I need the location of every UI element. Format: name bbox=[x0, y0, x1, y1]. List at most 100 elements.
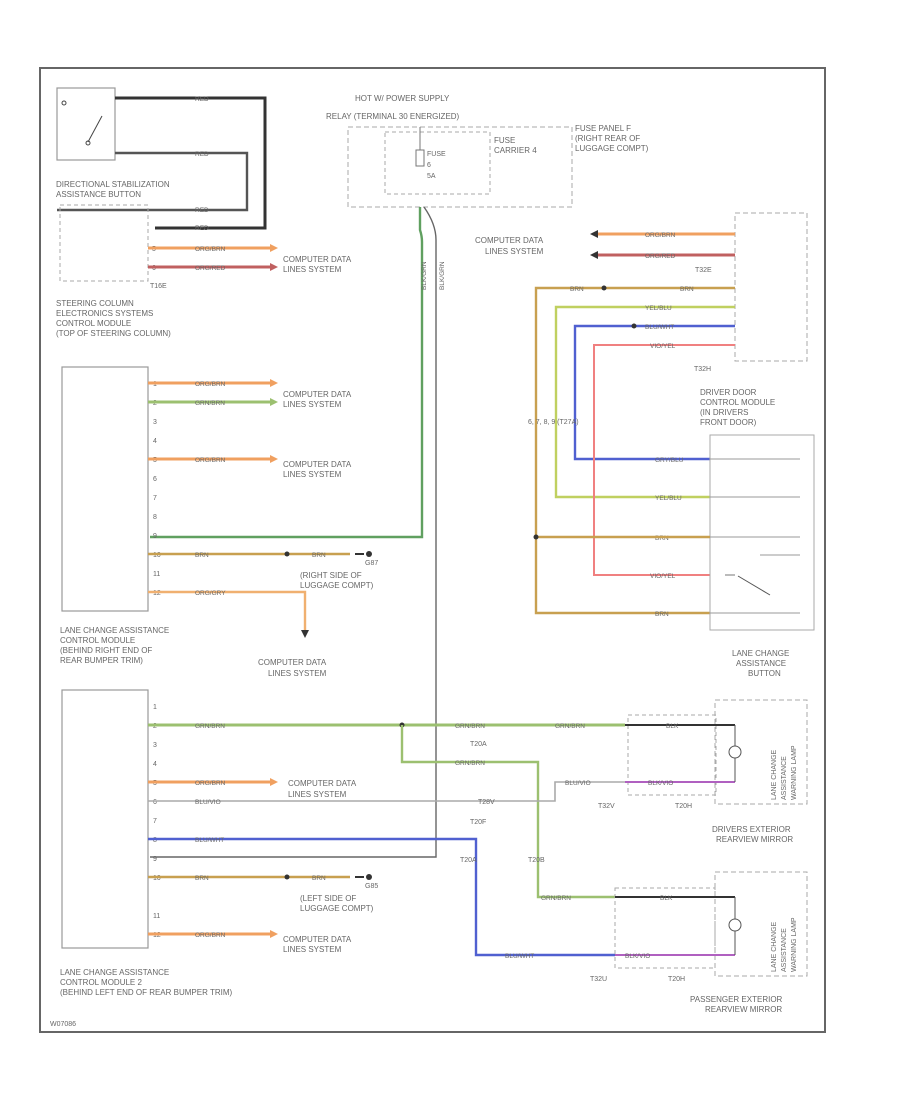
cdl-lca2-b1: COMPUTER DATA bbox=[283, 935, 352, 944]
tag-brn-4: BRN bbox=[312, 875, 326, 882]
t28v-label: T28V bbox=[478, 799, 495, 806]
lca-btn-label-3: BUTTON bbox=[748, 669, 781, 678]
ddcm-label-1: DRIVER DOOR bbox=[700, 388, 757, 397]
ground-left-1: (LEFT SIDE OF bbox=[300, 894, 356, 903]
steer-label-2: ELECTRONICS SYSTEMS bbox=[56, 309, 153, 318]
steer-label-4: (TOP OF STEERING COLUMN) bbox=[56, 329, 171, 338]
footer-code: W07086 bbox=[50, 1021, 76, 1028]
wire-blu-wht-lca2-8 bbox=[148, 837, 615, 957]
arrow-lca1-2 bbox=[270, 398, 278, 406]
tag-blk-grn-v2: BLK/GRN bbox=[439, 261, 446, 290]
tag-red-1: RED bbox=[195, 96, 209, 103]
drv-mirror-inner bbox=[627, 714, 717, 796]
cdl-lca1-b1: COMPUTER DATA bbox=[283, 460, 352, 469]
dir-stab-label-2: ASSISTANCE BUTTON bbox=[56, 190, 141, 199]
wire-blk-grn-feed-2 bbox=[150, 206, 437, 858]
tag-red-2: RED bbox=[195, 151, 209, 158]
t20f-label: T20F bbox=[470, 819, 486, 826]
tag-blu-wht-b: BLU/WHT bbox=[505, 953, 534, 960]
pass-lamp-2: ASSISTANCE bbox=[781, 928, 788, 972]
fuse-panel-1: FUSE PANEL F bbox=[575, 124, 631, 133]
cdl-lca1-b2: LINES SYSTEM bbox=[283, 470, 342, 479]
t20b-label: T20B bbox=[528, 857, 545, 864]
fuse-carrier-box bbox=[384, 131, 491, 195]
lca1-label-2: CONTROL MODULE bbox=[60, 636, 135, 645]
wire-blu-vio-lca2-6 bbox=[148, 781, 625, 802]
fuse-panel-box bbox=[347, 126, 573, 208]
drv-lamp-2: ASSISTANCE bbox=[781, 756, 788, 800]
tag-gry-blu: GRY/BLU bbox=[655, 457, 684, 464]
t20a-label: T20A bbox=[470, 741, 487, 748]
wire-yel-blu-ddcm bbox=[554, 305, 735, 499]
svg-text:8: 8 bbox=[153, 514, 157, 521]
arrow-lca1-1 bbox=[270, 379, 278, 387]
svg-text:12: 12 bbox=[153, 590, 161, 597]
tag-grn-brn-b: GRN/BRN bbox=[455, 723, 485, 730]
fuse-icon bbox=[415, 149, 425, 167]
lca2-box bbox=[61, 689, 149, 949]
tag-blu-grn: BLU/WHT bbox=[645, 324, 674, 331]
arrow-org-red-steer bbox=[270, 263, 278, 271]
ground-right-1: (RIGHT SIDE OF bbox=[300, 571, 362, 580]
tag-yel-blu-2: YEL/BLU bbox=[655, 495, 682, 502]
dir-stab-button-box bbox=[56, 87, 116, 161]
fuse-panel-3: LUGGAGE COMPT) bbox=[575, 144, 649, 153]
wire-red-upper bbox=[115, 96, 267, 230]
tag-blu-vio-a: BLU/VIO bbox=[195, 799, 221, 806]
cdl-lca1-c1: COMPUTER DATA bbox=[258, 658, 327, 667]
ground-icon-right bbox=[355, 551, 372, 557]
svg-text:6: 6 bbox=[153, 476, 157, 483]
cdl-ddcm-1: COMPUTER DATA bbox=[475, 236, 544, 245]
tag-org-brn-1: ORG/BRN bbox=[195, 246, 226, 253]
steer-label-1: STEERING COLUMN bbox=[56, 299, 134, 308]
t16-label: T16E bbox=[150, 283, 167, 290]
wire-brn-ddcm bbox=[534, 286, 735, 615]
tag-blu-vio-b: BLU/VIO bbox=[565, 780, 591, 787]
t32u-label: T32U bbox=[590, 976, 607, 983]
steer-label-3: CONTROL MODULE bbox=[56, 319, 131, 328]
lca1-label-4: REAR BUMPER TRIM) bbox=[60, 656, 143, 665]
tag-ddcm-1: ORG/BRN bbox=[645, 232, 676, 239]
pass-lamp-3: WARNING LAMP bbox=[791, 917, 798, 972]
arrow-lca1-5 bbox=[270, 455, 278, 463]
t20h-pass: T20H bbox=[668, 976, 685, 983]
lca-btn-label-1: LANE CHANGE bbox=[732, 649, 789, 658]
lca2-label-3: (BEHIND LEFT END OF REAR BUMPER TRIM) bbox=[60, 988, 233, 997]
svg-text:4: 4 bbox=[153, 761, 157, 768]
drv-mirror-2: REARVIEW MIRROR bbox=[716, 835, 793, 844]
svg-text:11: 11 bbox=[153, 913, 160, 920]
tag-org-gry: ORG/GRY bbox=[195, 590, 226, 597]
drv-lamp-1: LANE CHANGE bbox=[771, 749, 778, 800]
svg-text:10: 10 bbox=[153, 552, 161, 559]
ground-icon-left bbox=[355, 874, 372, 880]
fuse-amperage: 5A bbox=[427, 173, 436, 180]
drv-mirror-box bbox=[714, 699, 808, 805]
tag-brn-btn: BRN bbox=[655, 535, 669, 542]
tag-grn-brn-d: GRN/BRN bbox=[455, 760, 485, 767]
tag-lca2-5: ORG/BRN bbox=[195, 780, 226, 787]
lca2-label-2: CONTROL MODULE 2 bbox=[60, 978, 142, 987]
dir-stab-label-1: DIRECTIONAL STABILIZATION bbox=[56, 180, 170, 189]
lca1-box bbox=[61, 366, 149, 612]
hot-power-2: RELAY (TERMINAL 30 ENERGIZED) bbox=[326, 112, 460, 121]
pass-mirror-1: PASSENGER EXTERIOR bbox=[690, 995, 783, 1004]
splice-blu-ddcm bbox=[631, 323, 637, 329]
fuse-carrier-1: FUSE bbox=[494, 136, 515, 145]
tag-brn-ddcm-b: BRN bbox=[680, 286, 694, 293]
svg-text:11: 11 bbox=[153, 571, 160, 578]
drv-lamp-label: LANE CHANGE ASSISTANCE WARNING LAMP bbox=[771, 745, 798, 800]
cdl-lca2-a1: COMPUTER DATA bbox=[288, 779, 357, 788]
ddcm-label-2: CONTROL MODULE bbox=[700, 398, 775, 407]
t32h-label: T32H bbox=[694, 366, 711, 373]
tag-red-3: RED bbox=[195, 207, 209, 214]
pass-lamp-label: LANE CHANGE ASSISTANCE WARNING LAMP bbox=[771, 917, 798, 972]
splice-lca2-10 bbox=[284, 874, 290, 880]
hot-power-1: HOT W/ POWER SUPPLY bbox=[355, 94, 450, 103]
steering-module-box bbox=[59, 204, 149, 282]
pass-warning-lamp-icon bbox=[728, 897, 742, 955]
pass-mirror-inner bbox=[614, 887, 716, 969]
cdl-lca1-c2: LINES SYSTEM bbox=[268, 669, 327, 678]
lca2-label-1: LANE CHANGE ASSISTANCE bbox=[60, 968, 169, 977]
wire-blk-grn-feed bbox=[150, 207, 424, 539]
